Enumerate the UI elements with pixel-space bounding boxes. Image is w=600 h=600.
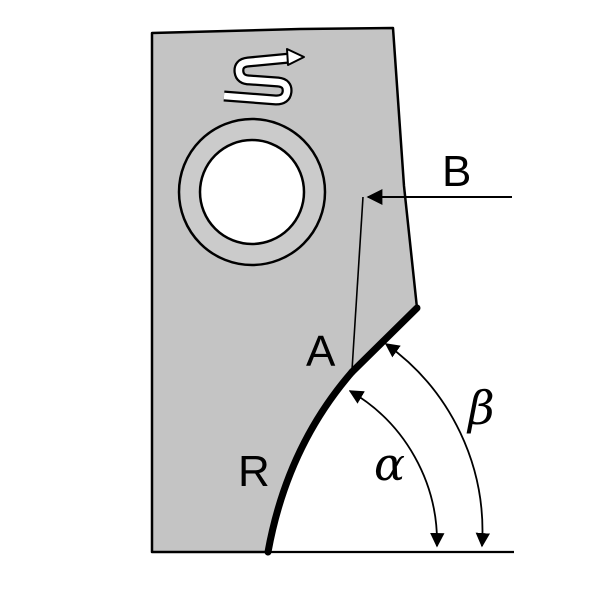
label-b: B [442, 147, 471, 196]
beta-angle-arc [384, 343, 491, 548]
bevel-boundary-line [351, 196, 364, 371]
bevel-edge [348, 304, 421, 376]
label-r: R [238, 447, 270, 496]
label-beta: β [466, 381, 495, 435]
label-alpha: α [374, 437, 405, 491]
s-logo-arrowhead-icon [286, 48, 305, 66]
cutting-edge-curve [264, 368, 356, 556]
s-logo-band-fill [223, 54, 291, 104]
s-arrow-logo-icon [223, 48, 305, 106]
label-a: A [306, 327, 336, 376]
mounting-hole-bore [198, 138, 306, 246]
